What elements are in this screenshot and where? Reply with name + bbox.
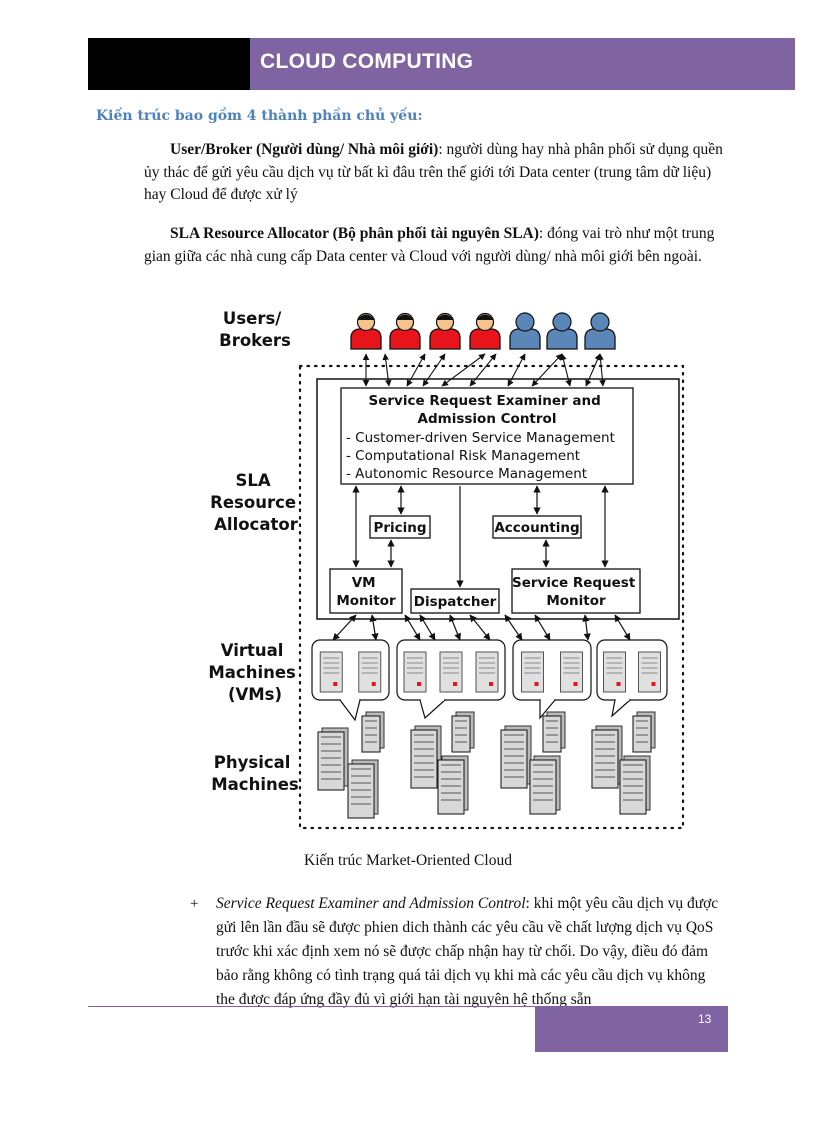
physical-machines	[317, 711, 656, 819]
paragraph-user-broker: User/Broker (Người dùng/ Nhà môi giới): …	[144, 139, 724, 207]
vm-group	[311, 639, 390, 722]
users-label: Users/ Brokers	[219, 309, 291, 350]
user-link-arrow	[441, 353, 486, 387]
user-link-arrow	[585, 353, 601, 387]
vm-arrows	[332, 614, 631, 641]
paragraph-sla-text: : đóng vai trò như một trung gian giữa c…	[144, 225, 715, 265]
user-arrows	[362, 353, 606, 387]
bullet-marker: +	[190, 896, 199, 912]
header-black-block	[88, 38, 250, 90]
header-purple-band	[250, 38, 795, 90]
user-link-arrow	[531, 353, 563, 387]
physical-server-icon	[347, 759, 379, 819]
sr-monitor-label: Service Request Monitor	[512, 575, 640, 609]
vm-link-arrow	[504, 614, 523, 641]
vm-server-icon	[439, 651, 463, 693]
accounting-box	[492, 515, 582, 539]
user-icon-red	[389, 312, 421, 350]
dispatcher-label: Dispatcher	[414, 594, 497, 610]
vm-link-arrow	[332, 614, 357, 641]
vm-group	[596, 639, 668, 718]
users-group	[350, 312, 616, 350]
bullet-term: Service Request Examiner and Admission C…	[216, 895, 526, 912]
page-number: 13	[698, 1012, 712, 1026]
user-link-arrow	[597, 353, 606, 387]
physical-server-icon	[317, 727, 349, 791]
physical-server-icon	[437, 755, 469, 815]
examiner-box	[340, 387, 634, 485]
examiner-title: Service Request Examiner and Admission C…	[369, 393, 606, 427]
term-user-broker: User/Broker (Người dùng/ Nhà môi giới)	[170, 141, 439, 158]
examiner-items: - Customer-driven Service Management - C…	[346, 430, 619, 482]
cloud-boundary	[298, 364, 685, 830]
vm-server-icon	[521, 651, 544, 693]
vm-server-icon	[358, 651, 382, 693]
physical-server-icon	[619, 755, 651, 815]
vm-link-arrow	[404, 614, 421, 641]
physical-server-icon	[361, 711, 385, 753]
bullet-paragraph: Service Request Examiner and Admission C…	[216, 892, 726, 1012]
vm-link-arrow	[614, 614, 631, 641]
user-link-arrow	[382, 353, 392, 387]
user-link-arrow	[422, 353, 446, 387]
vm-server-icon	[603, 651, 626, 693]
sr-monitor-box	[511, 568, 641, 614]
physical-server-icon	[632, 711, 656, 753]
vm-link-arrow	[369, 614, 379, 641]
vm-label: Virtual Machines (VMs)	[208, 641, 301, 704]
user-icon-red	[350, 312, 382, 350]
physical-server-icon	[529, 755, 561, 815]
sla-allocator-box	[316, 378, 680, 620]
vm-link-arrow	[582, 614, 591, 641]
vm-server-icon	[560, 651, 583, 693]
user-icon-blue	[509, 312, 541, 350]
pricing-box	[369, 515, 431, 539]
footer-box	[535, 1007, 728, 1052]
section-heading: Kiến trúc bao gồm 4 thành phần chủ yếu:	[96, 108, 423, 124]
user-link-arrow	[406, 353, 426, 387]
paragraph-user-broker-text: : người dùng hay nhà phân phối sử dụng q…	[144, 141, 723, 203]
physical-server-icon	[451, 711, 475, 753]
user-icon-blue	[584, 312, 616, 350]
vm-group	[396, 639, 506, 720]
pricing-label: Pricing	[373, 520, 426, 536]
user-icon-red	[429, 312, 461, 350]
user-link-arrow	[560, 353, 572, 387]
vm-monitor-label: VM Monitor	[336, 575, 396, 609]
vm-link-arrow	[534, 614, 551, 641]
footer-line	[88, 1006, 728, 1007]
vm-link-arrow	[469, 614, 491, 641]
physical-server-icon	[542, 711, 566, 753]
user-link-arrow	[469, 353, 497, 387]
user-icon-red	[469, 312, 501, 350]
header-title: CLOUD COMPUTING	[260, 50, 474, 73]
accounting-label: Accounting	[494, 520, 579, 536]
vm-server-icon	[475, 651, 499, 693]
physical-server-icon	[500, 725, 532, 789]
dispatcher-box	[410, 588, 500, 614]
user-icon-blue	[546, 312, 578, 350]
pm-label: Physical Machines	[211, 753, 299, 794]
term-sla: SLA Resource Allocator (Bộ phân phối tài…	[170, 225, 539, 242]
internal-arrows	[352, 485, 609, 588]
vm-server-icon	[403, 651, 427, 693]
vm-server-icon	[638, 651, 661, 693]
paragraph-sla: SLA Resource Allocator (Bộ phân phối tài…	[144, 223, 724, 268]
vm-server-icon	[319, 651, 343, 693]
bullet-text: : khi một yêu cầu dịch vụ được gửi lên l…	[216, 895, 719, 1008]
vm-group	[512, 639, 592, 720]
physical-server-icon	[410, 725, 442, 789]
physical-server-icon	[591, 725, 623, 789]
vm-groups	[311, 639, 668, 722]
vm-link-arrow	[419, 614, 436, 641]
user-link-arrow	[507, 353, 526, 387]
vm-monitor-box	[329, 568, 403, 614]
sla-label: SLA Resource Allocator	[210, 471, 302, 534]
figure-caption: Kiến trúc Market-Oriented Cloud	[304, 852, 512, 869]
vm-link-arrow	[449, 614, 461, 641]
